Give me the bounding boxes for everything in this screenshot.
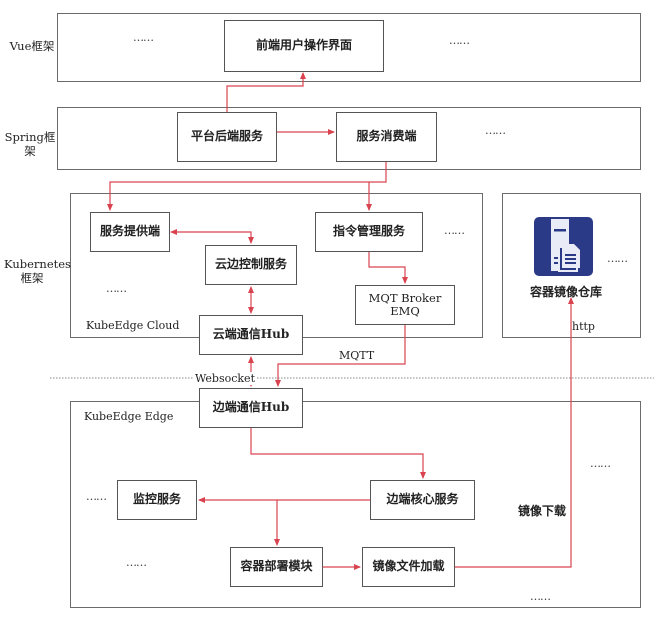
cloud-ellipsis-right: …… <box>444 224 465 237</box>
platform-backend-node[interactable]: 平台后端服务 <box>177 112 277 162</box>
edge-core-node[interactable]: 边端核心服务 <box>370 480 475 520</box>
kubeedge-cloud-title: KubeEdge Cloud <box>86 319 180 332</box>
edge-ellipsis-left-bottom: …… <box>126 556 147 569</box>
frontend-ui-node[interactable]: 前端用户操作界面 <box>224 20 384 72</box>
monitoring-node[interactable]: 监控服务 <box>117 480 197 520</box>
kubernetes-layer-label: Kubernetes 框架 <box>4 257 71 285</box>
registry-label: 容器镜像仓库 <box>530 285 603 299</box>
cloud-ellipsis-left: …… <box>106 282 127 295</box>
mqtt-label: MQTT <box>339 349 375 362</box>
mqtt-broker-impl: EMQ <box>390 304 420 318</box>
edge-ellipsis-right-top: …… <box>590 457 611 470</box>
image-download-label: 镜像下载 <box>518 504 567 518</box>
service-provider-node[interactable]: 服务提供端 <box>90 212 170 252</box>
vue-ellipsis-right: …… <box>449 34 470 47</box>
command-management-node[interactable]: 指令管理服务 <box>315 212 423 252</box>
vue-ellipsis-left: …… <box>133 31 154 44</box>
registry-ellipsis: …… <box>607 252 628 265</box>
cloud-hub-node[interactable]: 云端通信Hub <box>199 315 303 355</box>
vue-layer-frame <box>57 13 641 82</box>
mqtt-broker-name: MQT Broker <box>368 290 442 305</box>
service-consumer-node[interactable]: 服务消费端 <box>336 112 437 162</box>
http-label: http <box>572 320 595 333</box>
server-document-icon-svg <box>551 219 580 272</box>
edge-ellipsis-right-bottom: …… <box>530 590 551 603</box>
container-deploy-node[interactable]: 容器部署模块 <box>230 547 323 587</box>
server-document-icon <box>534 217 593 276</box>
edge-hub-node[interactable]: 边端通信Hub <box>199 388 303 428</box>
mqtt-broker-node[interactable]: MQT Broker EMQ <box>355 285 455 325</box>
kubeedge-edge-frame <box>70 401 641 608</box>
websocket-label: Websocket <box>193 372 257 385</box>
kubeedge-edge-title: KubeEdge Edge <box>84 410 174 423</box>
vue-layer-label: Vue框架 <box>9 39 55 53</box>
cloud-edge-control-node[interactable]: 云边控制服务 <box>205 245 297 285</box>
spring-ellipsis: …… <box>485 124 506 137</box>
image-loading-node[interactable]: 镜像文件加载 <box>362 547 455 587</box>
edge-ellipsis-left-top: …… <box>86 490 107 503</box>
spring-layer-label: Spring框架 <box>4 130 56 158</box>
